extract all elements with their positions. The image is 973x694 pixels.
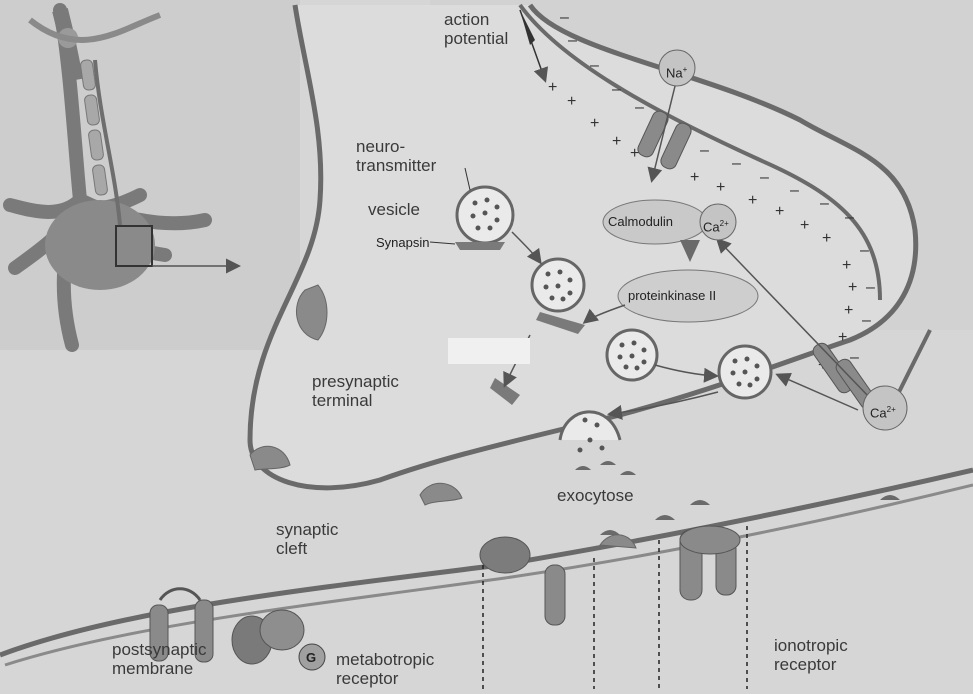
vesicle-2: [532, 259, 584, 311]
synapsin-anchor: [455, 242, 505, 250]
inset-background: [0, 0, 300, 350]
calmodulin-label: Calmodulin: [608, 214, 673, 229]
postsynaptic-membrane-label: postsynaptic membrane: [112, 640, 207, 678]
action-potential-label: action potential: [444, 10, 508, 48]
svg-text:–: –: [590, 57, 599, 74]
svg-text:+: +: [838, 329, 847, 346]
vesicle-1: [457, 187, 513, 243]
g-protein-label: G: [306, 650, 316, 665]
synapsin-label: Synapsin: [376, 235, 429, 250]
svg-text:+: +: [848, 279, 857, 296]
svg-text:–: –: [820, 195, 829, 212]
svg-text:–: –: [845, 209, 854, 226]
svg-text:+: +: [590, 115, 599, 132]
svg-text:+: +: [612, 133, 621, 150]
vesicle-3: [607, 330, 657, 380]
presynaptic-terminal-label: presynaptic terminal: [312, 372, 399, 410]
svg-text:–: –: [612, 81, 621, 98]
svg-text:+: +: [548, 79, 557, 96]
svg-text:+: +: [822, 230, 831, 247]
blank-label-box: [448, 338, 530, 364]
sodium-label: Na+: [666, 60, 687, 82]
svg-text:+: +: [567, 93, 576, 110]
svg-text:–: –: [700, 142, 709, 159]
vesicle-label: vesicle: [368, 200, 420, 219]
calcium-label-bottom: Ca2+: [870, 400, 896, 422]
calcium-label-top: Ca2+: [703, 214, 729, 236]
svg-text:–: –: [866, 279, 875, 296]
svg-text:–: –: [860, 242, 869, 259]
svg-text:+: +: [690, 169, 699, 186]
svg-text:–: –: [568, 32, 577, 49]
vesicle-4: [719, 346, 771, 398]
metabotropic-receptor-label: metabotropic receptor: [336, 650, 434, 688]
svg-text:–: –: [862, 312, 871, 329]
svg-text:+: +: [716, 179, 725, 196]
protein-kinase-label: proteinkinase II: [628, 288, 716, 303]
synaptic-cleft-label: synaptic cleft: [276, 520, 338, 558]
svg-text:–: –: [732, 155, 741, 172]
svg-text:–: –: [790, 182, 799, 199]
ionotropic-receptor-label: ionotropic receptor: [774, 636, 848, 674]
svg-text:–: –: [760, 169, 769, 186]
svg-text:+: +: [748, 192, 757, 209]
svg-text:+: +: [844, 302, 853, 319]
svg-text:–: –: [635, 99, 644, 116]
svg-text:+: +: [775, 203, 784, 220]
neurotransmitter-label: neuro- transmitter: [356, 137, 436, 175]
svg-text:+: +: [842, 257, 851, 274]
svg-text:–: –: [560, 9, 569, 26]
svg-text:+: +: [800, 217, 809, 234]
exocytose-label: exocytose: [557, 486, 634, 505]
